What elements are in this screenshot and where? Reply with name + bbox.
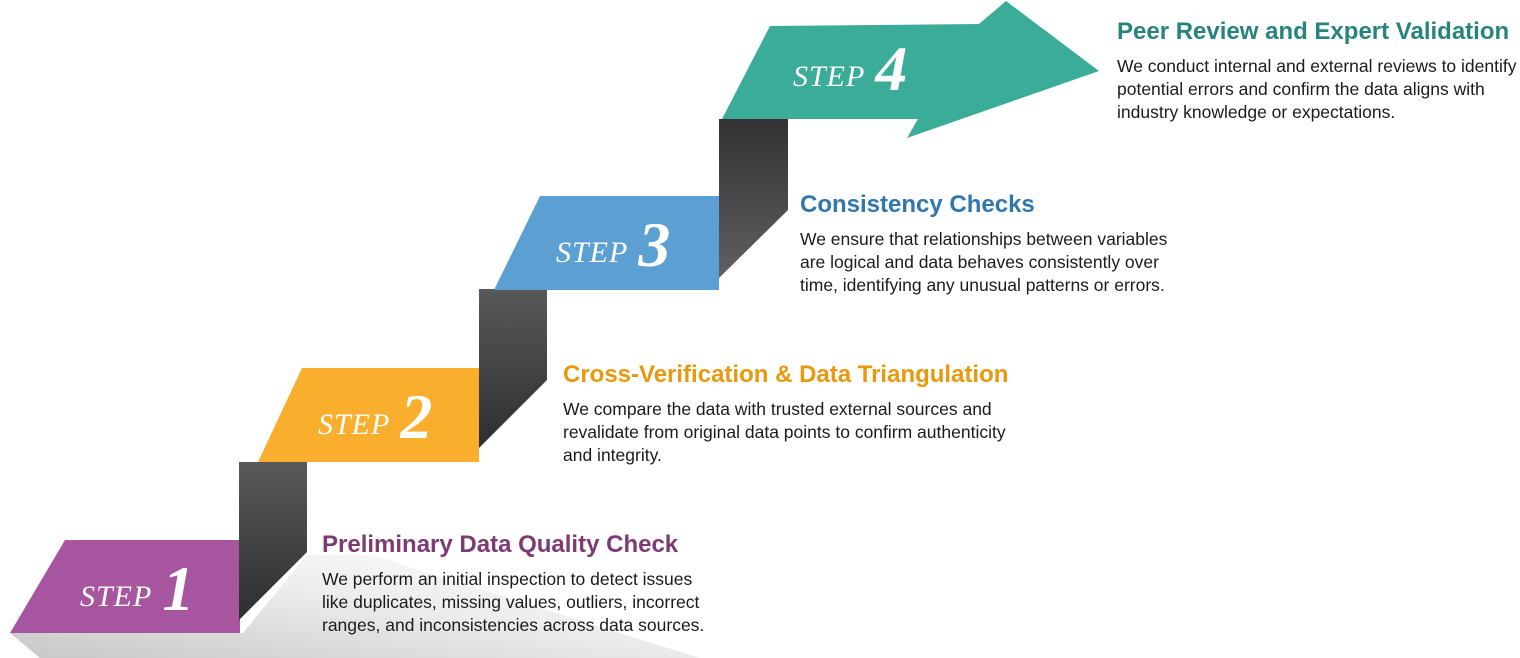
step3-label-number: 3 [638,209,671,280]
step2-face [258,368,479,462]
step3-face [494,196,719,290]
step1-desc-line: like duplicates, missing values, outlier… [322,592,700,612]
step4-text-block: Peer Review and Expert Validation We con… [1117,18,1520,124]
step2-desc-line: and integrity. [563,445,662,465]
step2-label-word: STEP [318,408,391,441]
step1-label: STEP 1 [80,556,194,621]
step4-label-word: STEP [793,60,866,93]
step2-desc-line: We compare the data with trusted externa… [563,399,992,419]
step3-desc-line: time, identifying any unusual patterns o… [800,275,1165,295]
step4-desc-line: industry knowledge or expectations. [1117,102,1396,122]
step2-desc-line: revalidate from original data points to … [563,422,1006,442]
step3-desc-line: are logical and data behaves consistentl… [800,252,1159,272]
step2-label-number: 2 [400,381,433,452]
step1-title: Preliminary Data Quality Check [322,531,679,558]
ground-shadow [10,555,700,658]
step3-label-word: STEP [556,236,629,269]
step1-text-block: Preliminary Data Quality Check We perfor… [322,531,752,637]
step2-label: STEP 2 [318,384,432,449]
step4-title: Peer Review and Expert Validation [1117,18,1510,45]
step1-desc-line: ranges, and inconsistencies across data … [322,615,705,635]
riser-2-3 [479,289,547,448]
step3-desc-line: We ensure that relationships between var… [800,229,1168,249]
step2-text-block: Cross-Verification & Data Triangulation … [563,361,1009,467]
step3-title: Consistency Checks [800,191,1035,218]
step1-desc-line: We perform an initial inspection to dete… [322,569,693,589]
step4-label-number: 4 [875,33,908,104]
riser-1-2 [239,462,307,620]
step1-label-number: 1 [162,553,195,624]
step3-text-block: Consistency Checks We ensure that relati… [800,191,1230,297]
step1-face [10,540,240,633]
step3-label: STEP 3 [556,212,670,277]
step4-desc-line: potential errors and confirm the data al… [1117,79,1485,99]
step4-desc-line: We conduct internal and external reviews… [1117,56,1517,76]
step4-arrow [722,1,1099,138]
riser-3-4 [719,119,788,278]
step2-title: Cross-Verification & Data Triangulation [563,361,1009,388]
step1-label-word: STEP [80,580,153,613]
step4-label: STEP 4 [793,36,907,101]
